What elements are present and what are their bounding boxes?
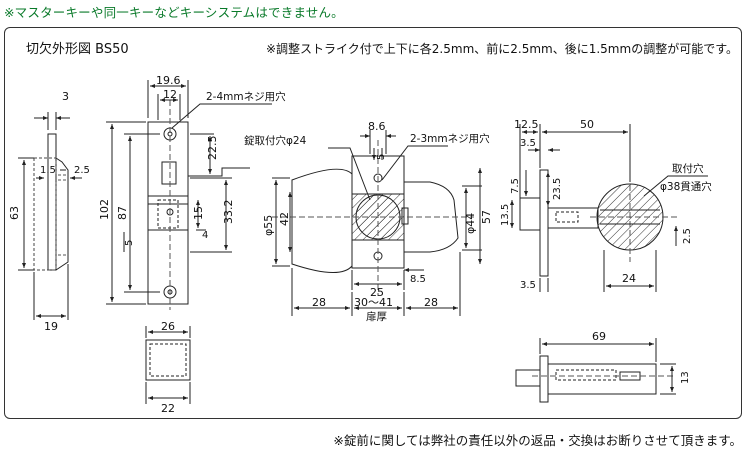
lock-front-view xyxy=(272,130,482,316)
dim-69: 69 xyxy=(592,330,606,343)
dim-25: 25 xyxy=(370,286,384,299)
dim-4: 4 xyxy=(202,230,208,241)
adjust-note: ※調整ストライク付で上下に各2.5mm、前に2.5mm、後に1.5mmの調整が可… xyxy=(265,42,738,56)
dim-7-5: 7.5 xyxy=(510,178,521,194)
dim-12-5: 12.5 xyxy=(514,118,539,131)
strike-front-view xyxy=(106,80,272,310)
dim-19: 19 xyxy=(44,320,58,333)
dim-87: 87 xyxy=(116,206,129,220)
dim-5-strike: 5 xyxy=(124,240,135,246)
dim-19-6: 19.6 xyxy=(156,74,181,87)
dim-22: 22 xyxy=(161,402,175,415)
latch-top-view xyxy=(515,338,676,403)
dim-23-5: 23.5 xyxy=(552,178,563,200)
return-note: ※錠前に関しては弊社の責任以外の返品・交換はお断りさせて頂きます。 xyxy=(333,433,742,448)
dim-13: 13 xyxy=(680,371,691,384)
dim-phi44: φ44 xyxy=(464,213,477,234)
dim-8-5: 8.5 xyxy=(410,274,426,285)
system-note: ※マスターキーや同一キーなどキーシステムはできません。 xyxy=(4,5,344,20)
dim-5-lock: 5 xyxy=(376,154,387,160)
dim-42: 42 xyxy=(278,212,291,226)
dim-50: 50 xyxy=(580,118,594,131)
dim-13-5: 13.5 xyxy=(500,204,511,226)
lock-mount-hole-label: 錠取付穴φ24 xyxy=(244,134,307,147)
dim-12: 12 xyxy=(163,88,177,101)
dim-3: 3 xyxy=(62,90,69,103)
dim-3-5-bottom: 3.5 xyxy=(520,280,536,291)
mount-hole-label: 取付穴 xyxy=(672,162,704,175)
screw-hole-3mm-label: 2-3mmネジ用穴 xyxy=(410,132,490,145)
dim-22-5: 22.5 xyxy=(206,136,219,161)
latch-side-view xyxy=(510,124,708,292)
strike-side-view xyxy=(18,112,82,320)
dim-33-2: 33.2 xyxy=(222,200,235,225)
strike-bottom-view xyxy=(145,326,191,404)
dim-1-5: 1.5 xyxy=(40,165,56,176)
dim-102: 102 xyxy=(98,199,111,220)
dim-24: 24 xyxy=(622,272,636,285)
dim-phi55: φ55 xyxy=(262,215,275,236)
dim-8-6: 8.6 xyxy=(368,120,386,133)
dim-door-range: 30～41 xyxy=(354,296,393,309)
dim-3-5-top: 3.5 xyxy=(520,138,536,149)
door-thickness-label: 扉厚 xyxy=(366,310,387,323)
dim-28-right: 28 xyxy=(424,296,438,309)
screw-hole-4mm-label: 2-4mmネジ用穴 xyxy=(206,90,286,103)
dim-2-5-latch: 2.5 xyxy=(682,228,693,244)
dim-26: 26 xyxy=(161,320,175,333)
drawing-title: 切欠外形図 BS50 xyxy=(26,42,129,57)
drawing-frame xyxy=(4,27,742,419)
through-hole-label: φ38貫通穴 xyxy=(660,180,712,193)
dim-28-left: 28 xyxy=(312,296,326,309)
dim-63: 63 xyxy=(8,206,21,220)
dim-2-5-side: 2.5 xyxy=(74,165,90,176)
dim-15: 15 xyxy=(192,206,205,220)
dim-57: 57 xyxy=(480,210,493,224)
